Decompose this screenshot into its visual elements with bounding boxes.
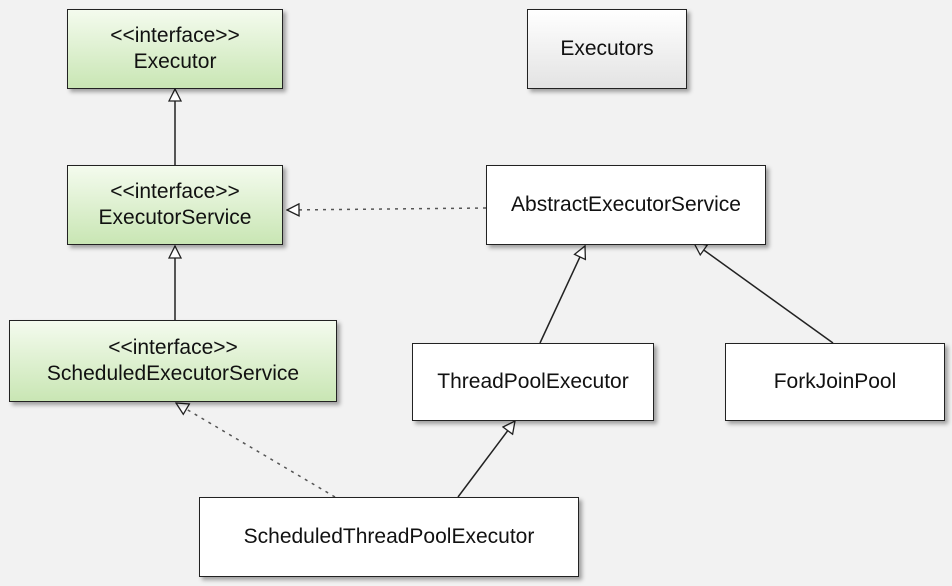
class-executors[interactable]: Executors — [527, 9, 687, 89]
stereotype-label: <<interface>> — [110, 24, 240, 47]
class-name: Executors — [560, 37, 654, 60]
extends-arrow-threadpool-abstract — [539, 246, 585, 344]
stereotype-label: <<interface>> — [110, 180, 240, 203]
extends-arrow-scheduledthreadpool-threadpool — [457, 421, 515, 498]
class-name: ForkJoinPool — [773, 370, 897, 393]
class-scheduled-thread-pool-executor[interactable]: ScheduledThreadPoolExecutor — [199, 497, 579, 577]
extends-arrow-forkjoin-abstract — [694, 243, 834, 344]
class-name: ThreadPoolExecutor — [437, 370, 629, 393]
class-name: AbstractExecutorService — [511, 193, 741, 216]
class-fork-join-pool[interactable]: ForkJoinPool — [725, 343, 945, 421]
stereotype-label: <<interface>> — [108, 336, 238, 359]
class-name: Executor — [133, 50, 217, 73]
class-executor[interactable]: <<interface>> Executor — [67, 9, 283, 89]
implements-arrow-abstract-executorservice — [287, 208, 487, 210]
class-abstract-executor-service[interactable]: AbstractExecutorService — [486, 165, 766, 245]
class-thread-pool-executor[interactable]: ThreadPoolExecutor — [412, 343, 654, 421]
class-executor-service[interactable]: <<interface>> ExecutorService — [67, 165, 283, 245]
class-name: ExecutorService — [98, 206, 252, 229]
class-name: ScheduledExecutorService — [46, 362, 300, 385]
implements-arrow-scheduledthreadpool-scheduledservice — [176, 403, 336, 498]
class-scheduled-executor-service[interactable]: <<interface>> ScheduledExecutorService — [9, 320, 337, 402]
class-name: ScheduledThreadPoolExecutor — [243, 525, 535, 548]
